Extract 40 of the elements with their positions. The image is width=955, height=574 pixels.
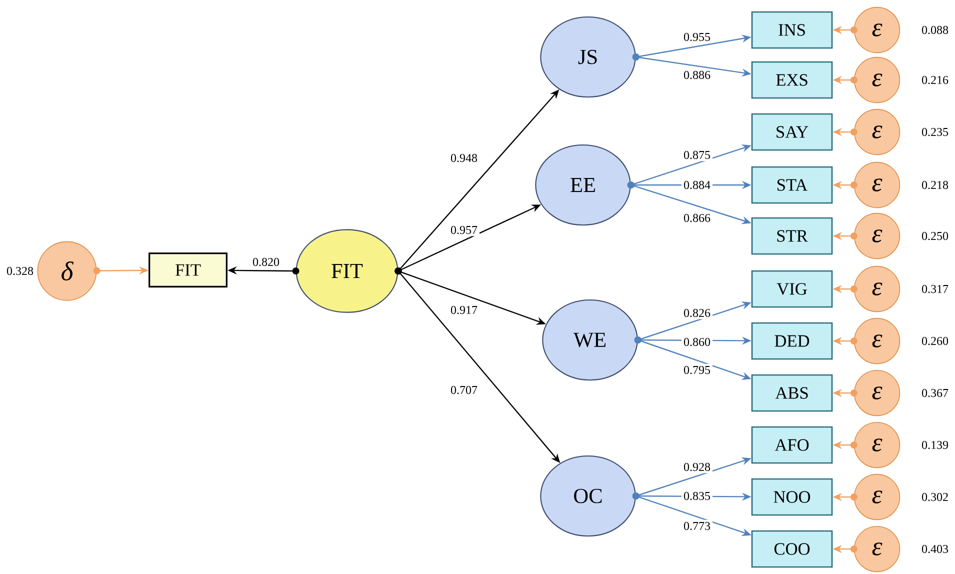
indicator-box: NOO — [751, 478, 833, 516]
edge-label: 0.820 — [250, 256, 282, 268]
edge-label: 0.957 — [448, 224, 480, 236]
edge-label: 0.886 — [682, 68, 713, 82]
edge-label: 0.707 — [448, 384, 480, 396]
value-label: 0.139 — [922, 440, 948, 450]
edge-label: 0.860 — [682, 336, 713, 348]
edge-label: 0.948 — [448, 152, 480, 164]
value-label: 0.235 — [922, 128, 948, 136]
value-label: 0.403 — [922, 544, 948, 554]
edge-label: 0.884 — [682, 178, 713, 192]
edge-label: 0.875 — [682, 148, 713, 162]
edge-label: 0.955 — [682, 30, 713, 44]
indicator-box: STA — [751, 166, 833, 204]
value-label: 0.218 — [922, 180, 948, 190]
value-label: 0.216 — [922, 76, 948, 84]
edge-label: 0.795 — [682, 364, 713, 376]
edge-label: 0.866 — [682, 212, 713, 224]
value-label: 0.302 — [922, 492, 948, 502]
edge-label: 0.773 — [682, 520, 713, 532]
indicator-box: COO — [751, 530, 833, 568]
value-label: 0.367 — [922, 388, 948, 398]
edge-label: 0.835 — [682, 490, 713, 502]
edge-label: 0.917 — [448, 304, 480, 316]
indicator-box: SAY — [751, 113, 833, 151]
observed-box: FIT — [148, 252, 228, 288]
indicator-box: AFO — [751, 426, 833, 464]
value-label: 0.260 — [922, 336, 948, 346]
edge-label: 0.928 — [682, 460, 713, 474]
value-label: 0.328 — [6, 266, 34, 276]
indicator-box: INS — [751, 11, 833, 49]
indicator-box: VIG — [751, 270, 833, 308]
value-label: 0.317 — [922, 284, 948, 294]
indicator-box: EXS — [751, 61, 833, 99]
value-label: 0.250 — [922, 232, 948, 240]
indicator-box: ABS — [751, 374, 833, 412]
indicator-box: STR — [751, 217, 833, 255]
value-label: 0.088 — [922, 26, 948, 34]
indicator-box: DED — [751, 322, 833, 360]
edge-label: 0.826 — [682, 306, 713, 320]
